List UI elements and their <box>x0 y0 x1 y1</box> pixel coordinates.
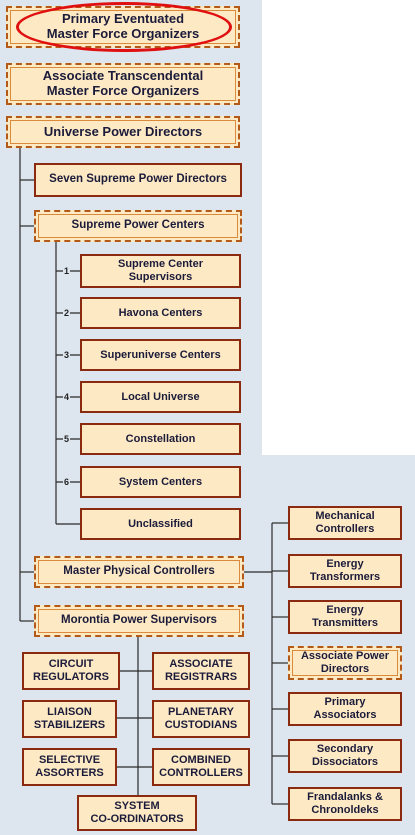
box-line: Transformers <box>309 571 381 583</box>
box-line: REGULATORS <box>33 671 109 683</box>
box-line: Frandalanks & <box>307 791 383 804</box>
box-label: Unclassified <box>128 517 193 530</box>
box-line: Dissociators <box>311 756 379 768</box>
box-line: Supreme Center <box>118 258 203 271</box>
box-line: Supervisors <box>128 271 193 283</box>
box-line: Associators <box>313 709 377 721</box>
box-line: ASSOCIATE <box>169 658 233 671</box>
box-secondary-dissociators: Secondary Dissociators <box>288 739 402 773</box>
box-seven-supreme-power-directors: Seven Supreme Power Directors <box>34 163 242 197</box>
box-morontia-power-supervisors: Morontia Power Supervisors <box>34 605 244 637</box>
box-line: Energy <box>326 558 364 571</box>
box-label: Morontia Power Supervisors <box>61 614 217 627</box>
center-number: 5 <box>63 434 71 444</box>
red-highlight-ellipse <box>16 2 232 52</box>
box-line: Master Force Organizers <box>46 83 200 98</box>
box-line: Directors <box>320 663 370 675</box>
box-line: COMBINED <box>171 754 231 767</box>
box-line: ASSORTERS <box>35 767 104 779</box>
box-constellation: Constellation <box>80 423 241 455</box>
box-associate-power-directors: Associate Power Directors <box>288 646 402 680</box>
box-line: Secondary <box>316 743 374 756</box>
box-energy-transformers: Energy Transformers <box>288 554 402 588</box>
box-associate-registrars: ASSOCIATE REGISTRARS <box>152 652 250 690</box>
center-number: 2 <box>63 308 71 318</box>
box-universe-power-directors: Universe Power Directors <box>6 116 240 148</box>
box-line: Associate Transcendental <box>42 68 204 84</box>
box-line: PLANETARY <box>168 706 234 719</box>
box-label: System Centers <box>118 475 203 488</box>
box-line: STABILIZERS <box>33 719 106 731</box>
box-unclassified: Unclassified <box>80 508 241 540</box>
box-label: Master Physical Controllers <box>63 565 215 578</box>
box-label: Havona Centers <box>118 306 203 319</box>
box-line: SELECTIVE <box>38 754 101 767</box>
box-associate-transcendental: Associate Transcendental Master Force Or… <box>6 63 240 105</box>
box-system-coordinators: SYSTEM CO-ORDINATORS <box>77 795 197 831</box>
box-combined-controllers: COMBINED CONTROLLERS <box>152 748 250 786</box>
box-line: Energy <box>326 604 364 617</box>
box-selective-assorters: SELECTIVE ASSORTERS <box>22 748 117 786</box>
box-label: Constellation <box>125 432 196 445</box>
box-supreme-center-supervisors: Supreme Center Supervisors <box>80 254 241 288</box>
box-line: SYSTEM <box>114 800 160 813</box>
box-line: Primary <box>324 696 366 709</box>
box-line: LIAISON <box>47 706 92 719</box>
box-havona-centers: Havona Centers <box>80 297 241 329</box>
box-system-centers: System Centers <box>80 466 241 498</box>
box-line: Mechanical <box>315 510 375 523</box>
box-label: Universe Power Directors <box>43 123 203 139</box>
center-number: 4 <box>63 392 71 402</box>
box-frandalanks-chronoldeks: Frandalanks & Chronoldeks <box>288 787 402 821</box>
box-label: Superuniverse Centers <box>100 348 221 361</box>
box-superuniverse-centers: Superuniverse Centers <box>80 339 241 371</box>
box-line: Controllers <box>315 523 375 535</box>
box-circuit-regulators: CIRCUIT REGULATORS <box>22 652 120 690</box>
box-supreme-power-centers: Supreme Power Centers <box>34 210 242 242</box>
box-master-physical-controllers: Master Physical Controllers <box>34 556 244 588</box>
box-line: REGISTRARS <box>164 671 238 683</box>
box-label: Supreme Power Centers <box>71 219 205 232</box>
box-planetary-custodians: PLANETARY CUSTODIANS <box>152 700 250 738</box>
box-line: CUSTODIANS <box>164 719 238 731</box>
box-line: Transmitters <box>311 617 379 629</box>
center-number: 3 <box>63 350 71 360</box>
box-label: Local Universe <box>121 390 200 403</box>
box-line: CO-ORDINATORS <box>90 813 184 825</box>
box-mechanical-controllers: Mechanical Controllers <box>288 506 402 540</box>
box-line: CONTROLLERS <box>159 767 243 779</box>
box-primary-associators: Primary Associators <box>288 692 402 726</box>
box-line: Chronoldeks <box>311 804 379 816</box>
box-line: CIRCUIT <box>48 658 94 671</box>
center-number: 1 <box>63 266 71 276</box>
box-local-universe: Local Universe <box>80 381 241 413</box>
box-line: Associate Power <box>300 650 390 663</box>
box-label: Seven Supreme Power Directors <box>49 173 227 186</box>
box-liaison-stabilizers: LIAISON STABILIZERS <box>22 700 117 738</box>
center-number: 6 <box>63 477 71 487</box>
box-energy-transmitters: Energy Transmitters <box>288 600 402 634</box>
